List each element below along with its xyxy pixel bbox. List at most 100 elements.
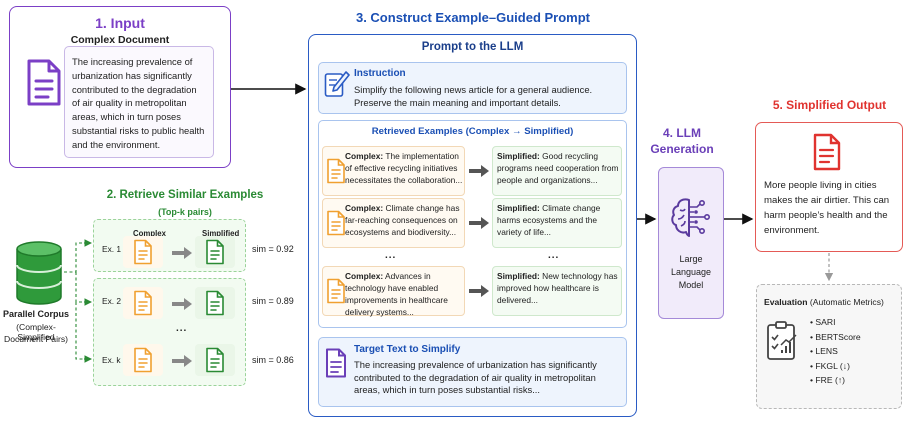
brain-circuit-icon: [671, 198, 710, 237]
input-subtitle: Complex Document: [70, 34, 170, 46]
column-header-simplified: Simplified: [202, 229, 240, 238]
simplified-sentence: Climate change harms ecosystems and the …: [497, 203, 601, 237]
example-label: Ex. 2: [102, 296, 122, 306]
document-icon: [326, 348, 346, 378]
right-arrow-icon: [172, 247, 192, 259]
complex-example-box: [322, 266, 465, 316]
complex-example-text: Complex: The implementation of effective…: [345, 150, 465, 186]
simplified-example-text: Simplified: New technology has improved …: [497, 270, 621, 306]
complex-document-icon: [134, 239, 152, 265]
complex-sentence: Climate change has far-reaching conseque…: [345, 203, 460, 237]
example-label: Ex. 1: [102, 244, 122, 254]
metric-name: FKGL (↓): [815, 360, 850, 371]
target-text: The increasing prevalence of urbanizatio…: [354, 359, 597, 396]
simplified-label: Simplified:: [497, 271, 540, 281]
right-arrow-icon: [172, 355, 192, 367]
document-icon: [27, 59, 61, 106]
simplified-example-box: [492, 198, 622, 248]
llm-label-large: Large: [679, 254, 703, 264]
metric-name: FRE (↑): [815, 375, 846, 385]
output-title: 5. Simplified Output: [772, 98, 887, 112]
output-text: More people living in cities makes the a…: [764, 180, 890, 236]
metric-item: • FRE (↑): [810, 375, 846, 385]
example-label: Ex. k: [102, 355, 121, 365]
corpus-label-desc2: Document Pairs): [4, 334, 68, 344]
simplified-label: Simplified:: [497, 203, 540, 213]
prompt-panel-title: Prompt to the LLM: [421, 41, 524, 53]
complex-document-icon: [327, 278, 345, 304]
document-icon: [813, 133, 841, 171]
complex-document-icon: [327, 158, 345, 184]
right-arrow-icon: [469, 285, 489, 297]
complex-example-text: Complex: Advances in technology have ena…: [345, 270, 465, 318]
llm-title-line1: 4. LLM: [663, 126, 701, 140]
complex-example-box: [322, 146, 465, 196]
input-panel: 1. Input Complex Document: [9, 6, 231, 168]
complex-document-icon: [134, 347, 152, 373]
metric-item: • LENS: [810, 346, 838, 356]
complex-example-text: Complex: Climate change has far-reaching…: [345, 202, 465, 238]
llm-box: [658, 167, 724, 319]
examples-ellipsis: ...: [176, 323, 188, 334]
simplified-doc-tile: [195, 287, 235, 319]
simplified-document-icon: [206, 290, 224, 316]
clipboard-chart-icon: [767, 321, 797, 360]
complex-doc-tile: [123, 236, 163, 268]
retrieve-title: 2. Retrieve Similar Examples: [106, 189, 264, 201]
retrieve-subtitle: (Top-k pairs): [158, 207, 212, 217]
simplified-doc-tile: [195, 344, 235, 376]
simplified-sentence: New technology has improved how healthca…: [497, 271, 618, 305]
simplified-example-box: [492, 266, 622, 316]
target-text-box: [318, 337, 627, 407]
input-title: 1. Input: [95, 15, 145, 31]
complex-document-icon: [327, 210, 345, 236]
evaluation-title-main: Evaluation: [764, 297, 808, 307]
right-arrow-icon: [172, 298, 192, 310]
input-document-text: The increasing prevalence of urbanizatio…: [64, 46, 214, 158]
retrieved-examples-title: Retrieved Examples (Complex → Simplified…: [371, 126, 574, 137]
complex-doc-tile: [123, 344, 163, 376]
pairs-ellipsis-simplified: ...: [548, 250, 560, 261]
llm-label-language: Language: [670, 267, 712, 277]
simplified-document-icon: [206, 239, 224, 265]
prompt-panel: [308, 34, 637, 417]
right-arrow-icon: [469, 165, 489, 177]
prompt-title: 3. Construct Example–Guided Prompt: [355, 10, 591, 25]
metric-item: • FKGL (↓): [810, 360, 850, 371]
complex-sentence: The implementation of effective recyclin…: [345, 151, 463, 185]
simplified-sentence: Good recycling programs need cooperation…: [497, 151, 619, 185]
simplified-label: Simplified:: [497, 151, 540, 161]
evaluation-title: Evaluation (Automatic Metrics): [764, 297, 884, 307]
right-arrow-icon: [469, 217, 489, 229]
database-icon: [16, 241, 62, 305]
metric-name: SARI: [815, 317, 836, 327]
instruction-title: Instruction: [354, 68, 406, 79]
complex-label: Complex:: [345, 151, 384, 161]
complex-sentence: Advances in technology have enabled impr…: [345, 271, 448, 317]
target-title: Target Text to Simplify: [354, 344, 461, 355]
similarity-score: sim = 0.92: [252, 244, 294, 254]
instruction-text: Simplify the following news article for …: [354, 84, 593, 108]
similarity-score: sim = 0.86: [252, 355, 294, 365]
pairs-ellipsis-complex: ...: [385, 250, 397, 261]
simplified-example-text: Simplified: Good recycling programs need…: [497, 150, 621, 186]
simplified-document-icon: [206, 347, 224, 373]
simplified-doc-tile: [195, 236, 235, 268]
column-header-complex: Complex: [133, 229, 166, 238]
complex-doc-tile: [123, 287, 163, 319]
instruction-box: [318, 62, 627, 114]
complex-example-box: [322, 198, 465, 248]
complex-document-icon: [134, 290, 152, 316]
pen-icon: [324, 71, 350, 97]
corpus-label-desc1: (Complex-Simplified: [16, 322, 56, 342]
llm-title-line2: Generation: [650, 142, 714, 156]
metric-item: • SARI: [810, 317, 836, 327]
simplified-example-text: Simplified: Climate change harms ecosyst…: [497, 202, 621, 238]
complex-label: Complex:: [345, 271, 384, 281]
metric-name: LENS: [815, 346, 838, 356]
metric-name: BERTScore: [815, 331, 861, 342]
corpus-label-name: Parallel Corpus: [2, 309, 70, 319]
metric-item: • BERTScore: [810, 331, 861, 342]
llm-label-model: Model: [678, 280, 704, 290]
